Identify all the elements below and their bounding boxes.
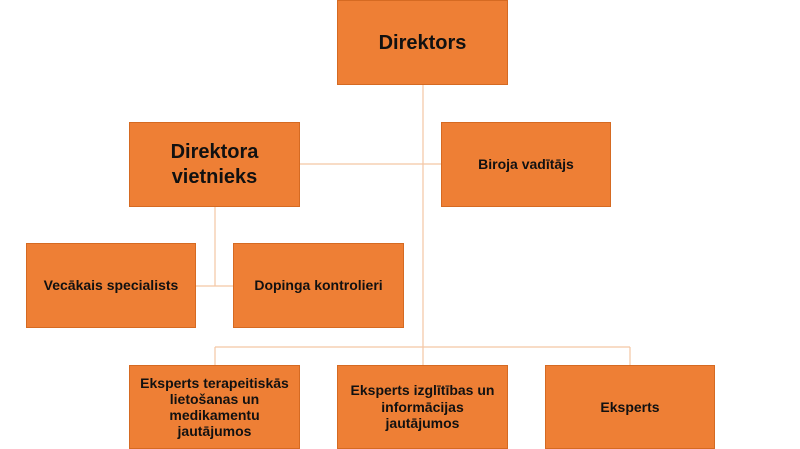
node-expert-label: Eksperts [600, 398, 660, 415]
node-expert: Eksperts [545, 365, 715, 449]
node-senior-specialist: Vecākais specialists [26, 243, 196, 328]
node-expert-education-label: Eksperts izglītības un informācijas jaut… [350, 381, 495, 432]
node-expert-therapeutic: Eksperts terapeitiskās lietošanas un med… [129, 365, 300, 449]
node-doping-controllers-label: Dopinga kontrolieri [254, 277, 383, 294]
node-director-label: Direktors [378, 31, 467, 54]
node-deputy-director: Direktora vietnieks [129, 122, 300, 207]
node-expert-education: Eksperts izglītības un informācijas jaut… [337, 365, 508, 449]
node-office-head-label: Biroja vadītājs [478, 156, 574, 173]
node-senior-specialist-label: Vecākais specialists [43, 277, 179, 294]
node-doping-controllers: Dopinga kontrolieri [233, 243, 404, 328]
node-office-head: Biroja vadītājs [441, 122, 611, 207]
node-expert-therapeutic-label: Eksperts terapeitiskās lietošanas un med… [140, 374, 289, 440]
node-deputy-director-label: Direktora vietnieks [170, 140, 259, 188]
node-director: Direktors [337, 0, 508, 85]
